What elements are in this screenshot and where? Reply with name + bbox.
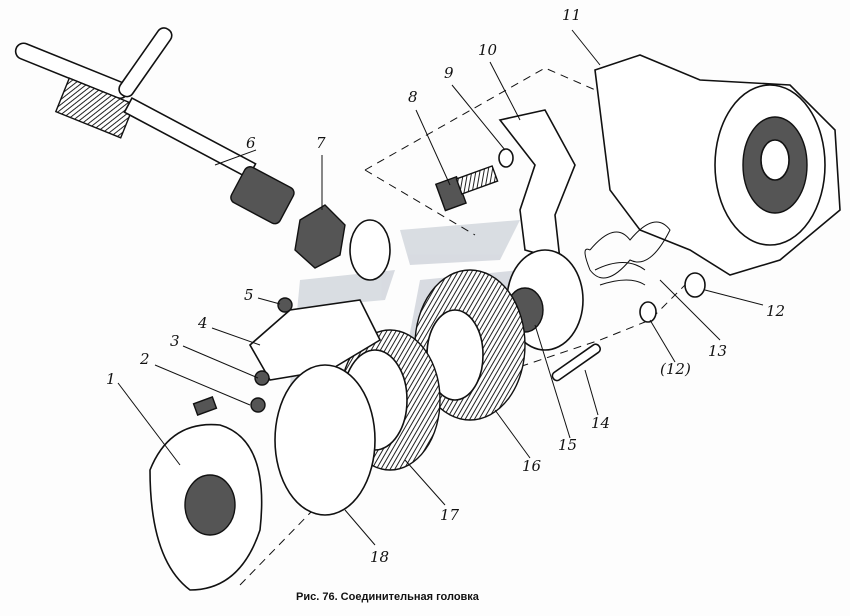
label-9: 9 bbox=[444, 64, 454, 82]
part-2-washer bbox=[250, 397, 266, 413]
part-11-housing bbox=[594, 54, 841, 276]
part-12-washer bbox=[684, 272, 706, 298]
label-16: 16 bbox=[522, 457, 542, 475]
label-12: 12 bbox=[766, 302, 785, 320]
label-17: 17 bbox=[440, 506, 460, 524]
part-13-spring bbox=[584, 221, 671, 286]
label-2: 2 bbox=[139, 350, 150, 368]
label-15: 15 bbox=[558, 436, 577, 454]
label-11: 11 bbox=[562, 6, 581, 24]
part-1-cover bbox=[149, 396, 263, 591]
part-14-pin bbox=[551, 343, 602, 382]
label-6: 6 bbox=[246, 134, 256, 152]
label-5: 5 bbox=[244, 286, 254, 304]
label-12-second: (12) bbox=[660, 360, 691, 378]
part-6-handle-rod bbox=[14, 27, 295, 225]
label-13: 13 bbox=[708, 342, 727, 360]
part-8-bolt bbox=[434, 165, 499, 212]
part-12-washer-second bbox=[639, 301, 657, 323]
part-7-nut bbox=[294, 204, 391, 281]
part-9-washer bbox=[498, 148, 514, 168]
figure-caption: Рис. 76. Соединительная головка bbox=[296, 591, 480, 603]
leader-lines bbox=[117, 29, 764, 546]
part-5-screw bbox=[277, 297, 293, 313]
part-16-seal bbox=[414, 269, 526, 421]
label-18: 18 bbox=[370, 548, 389, 566]
part-3-nut bbox=[254, 370, 270, 386]
label-4: 4 bbox=[197, 314, 208, 332]
label-1: 1 bbox=[106, 370, 116, 388]
part-labels: 1 2 3 4 5 6 7 8 9 10 11 12 (12) 13 14 15… bbox=[106, 6, 785, 566]
label-3: 3 bbox=[170, 332, 180, 350]
label-14: 14 bbox=[591, 414, 610, 432]
part-18-ring bbox=[274, 364, 376, 516]
label-8: 8 bbox=[408, 88, 418, 106]
label-10: 10 bbox=[478, 41, 498, 59]
label-7: 7 bbox=[316, 134, 326, 152]
